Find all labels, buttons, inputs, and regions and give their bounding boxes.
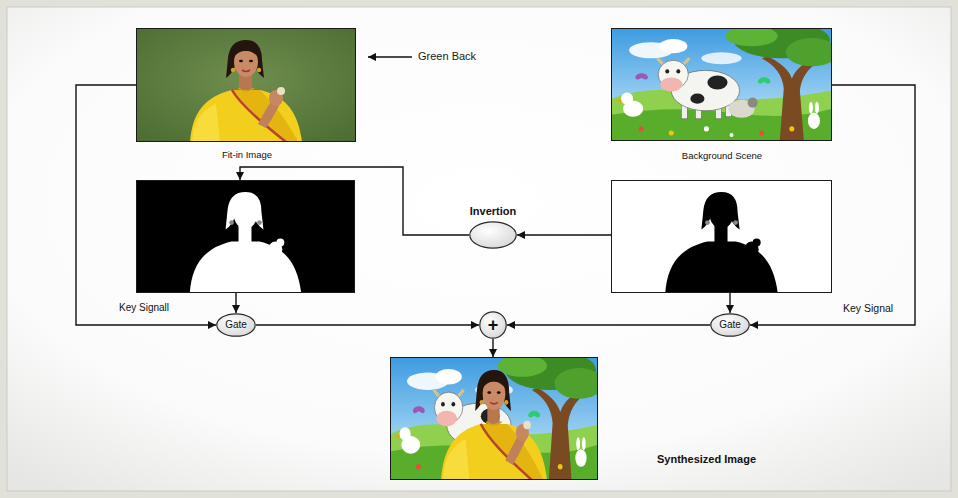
- cartoon-scene: [390, 350, 604, 480]
- matte-ground: [136, 180, 355, 293]
- signal-connector: [492, 339, 493, 357]
- presenter-figure: [190, 40, 302, 142]
- signal-connector: [517, 234, 611, 235]
- adder-node: +: [479, 311, 507, 339]
- panel-ground: [7, 7, 951, 491]
- inversion-node: Invertion: [469, 221, 517, 249]
- ellipse-shape: [711, 314, 749, 336]
- silhouette: [190, 192, 301, 293]
- key-matte-white: [136, 180, 355, 293]
- annotation-label: Green Back: [418, 50, 476, 63]
- composite-picture: [390, 350, 604, 480]
- signal-connector: [256, 324, 479, 325]
- leader-arrow: [368, 56, 412, 57]
- connector-group: [76, 85, 915, 357]
- ellipse-outline: [469, 221, 517, 249]
- image-caption: Fit-in Image: [222, 150, 272, 161]
- gate-node: Gate: [216, 313, 256, 337]
- signal-connector: [507, 324, 710, 325]
- matte-ground: [611, 180, 832, 293]
- image-caption: Key Signall: [119, 302, 169, 314]
- key-signal-frame: Key Signall: [136, 180, 355, 293]
- silhouette: [665, 192, 778, 293]
- gate-node: Gate: [710, 313, 750, 337]
- ellipse-shape: [480, 312, 506, 338]
- fit-in-picture: [136, 28, 356, 142]
- image-caption: Background Scene: [682, 151, 762, 162]
- signal-connector: [750, 85, 915, 325]
- synthesized-image-frame: Synthesized Image: [390, 357, 598, 480]
- background-scene-frame: Background Scene: [611, 28, 832, 141]
- ellipse-shape: [470, 222, 516, 248]
- image-caption: Key Signal: [843, 302, 893, 314]
- cartoon-scene: [611, 22, 838, 141]
- ellipse-shape: [217, 314, 255, 336]
- presenter-figure: [441, 370, 547, 480]
- green-screen: [136, 28, 356, 142]
- fit-in-image-frame: Fit-in Image: [136, 28, 356, 142]
- node-label: +: [488, 315, 499, 336]
- signal-connector: [76, 85, 216, 325]
- node-label: Gate: [225, 319, 247, 331]
- image-caption: Invertion: [470, 205, 516, 218]
- signal-connector: [235, 293, 236, 313]
- node-label: Gate: [719, 319, 741, 331]
- image-caption: Synthesized Image: [657, 453, 756, 466]
- signal-connector: [729, 293, 730, 313]
- key-signal-frame: Key Signal: [611, 180, 832, 293]
- key-matte-black: [611, 180, 832, 293]
